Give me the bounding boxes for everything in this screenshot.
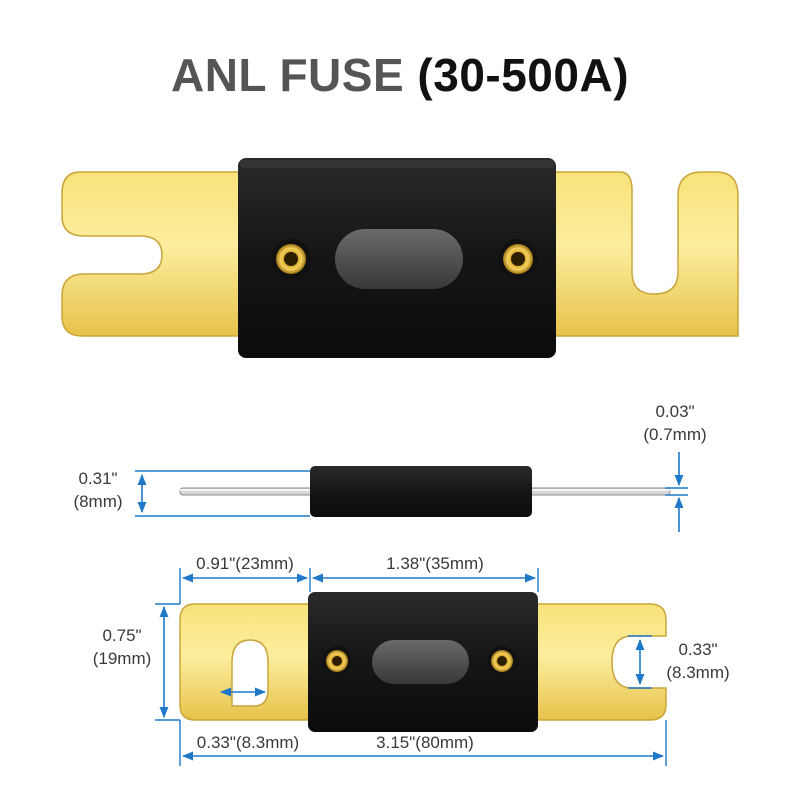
right-blade xyxy=(549,171,739,337)
bottom-fuse-window xyxy=(372,640,469,684)
dim-blade-length: 0.91"(23mm) xyxy=(179,554,311,604)
fuse-bottom-view xyxy=(179,592,667,732)
total-length-text: 3.15"(80mm) xyxy=(376,733,474,752)
title-main: ANL FUSE xyxy=(170,49,405,101)
fuse-side-view xyxy=(179,466,671,517)
dim-blade-thickness: 0.03" (0.7mm) xyxy=(643,402,707,532)
dim-height: 0.75" (19mm) xyxy=(93,603,180,721)
dim-body-thickness: 0.31" (8mm) xyxy=(73,469,310,517)
slot-left-text: 0.33"(8.3mm) xyxy=(197,733,299,752)
slot-right-mm: (8.3mm) xyxy=(666,663,729,682)
height-inch: 0.75" xyxy=(102,626,141,645)
blade-thickness-mm: (0.7mm) xyxy=(643,425,706,444)
title-sub: (30-500A) xyxy=(417,49,630,101)
body-thickness-inch: 0.31" xyxy=(78,469,117,488)
blade-thickness-inch: 0.03" xyxy=(655,402,694,421)
dim-slot-left: 0.33"(8.3mm) xyxy=(197,687,299,752)
slot-right-inch: 0.33" xyxy=(678,640,717,659)
height-mm: (19mm) xyxy=(93,649,152,668)
fuse-window xyxy=(335,229,463,289)
fuse-top-view xyxy=(61,158,739,358)
dim-slot-right: 0.33" (8.3mm) xyxy=(628,635,730,689)
body-thickness-mm: (8mm) xyxy=(73,492,122,511)
bottom-left-blade xyxy=(179,603,313,721)
side-body xyxy=(310,466,532,517)
left-blade xyxy=(61,171,246,337)
body-length-text: 1.38"(35mm) xyxy=(386,554,484,573)
bottom-right-blade xyxy=(529,603,667,721)
page-title: ANL FUSE (30-500A) xyxy=(0,48,800,102)
dim-total-length: 3.15"(80mm) xyxy=(179,720,667,766)
blade-length-text: 0.91"(23mm) xyxy=(196,554,294,573)
dim-body-length: 1.38"(35mm) xyxy=(311,554,539,592)
